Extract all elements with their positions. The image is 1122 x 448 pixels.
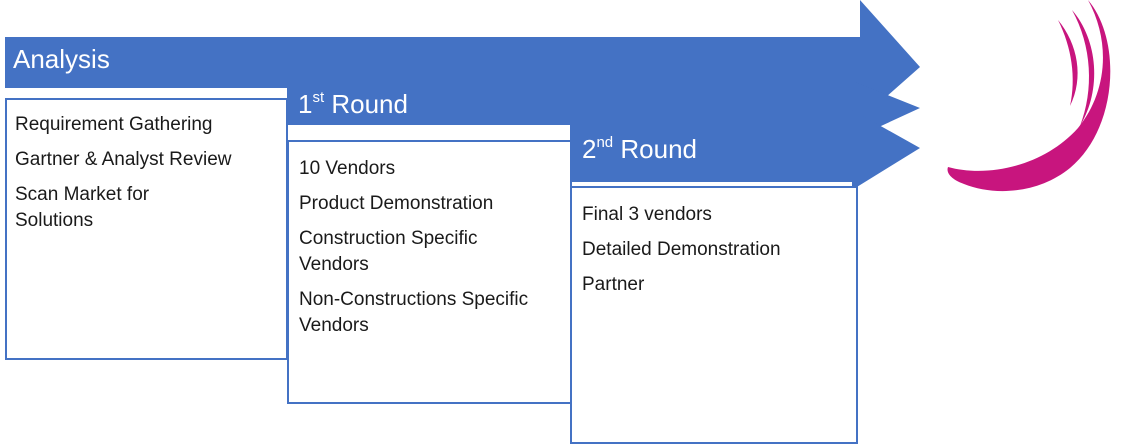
round1-title-number: 1 [298,89,313,119]
analysis-box: Requirement Gathering Gartner & Analyst … [5,98,288,360]
analysis-arrow [5,0,920,120]
analysis-title-text: Analysis [13,44,110,74]
round1-title-rest: Round [324,89,408,119]
list-item: Non-Constructions Specific Vendors [299,289,529,336]
round1-title: 1st Round [298,89,408,119]
list-item: 10 Vendors [299,158,396,179]
round1-list: 10 Vendors Product Demonstration Constru… [299,156,570,339]
list-item: Construction Specific Vendors [299,228,478,275]
round2-title-number: 2 [582,134,597,164]
list-item: Requirement Gathering [15,114,213,135]
round2-title-rest: Round [613,134,697,164]
round2-list: Final 3 vendors Detailed Demonstration P… [582,202,856,298]
list-item: Gartner & Analyst Review [15,149,232,170]
analysis-title: Analysis [13,46,110,72]
round2-title: 2nd Round [582,134,697,164]
round2-box: Final 3 vendors Detailed Demonstration P… [570,186,858,444]
list-item: Scan Market for Solutions [15,184,150,231]
round1-title-suffix: st [312,89,325,106]
list-item: Partner [582,274,645,295]
list-item: Final 3 vendors [582,204,712,225]
round2-arrow [570,110,920,190]
list-item: Detailed Demonstration [582,239,781,260]
round1-box: 10 Vendors Product Demonstration Constru… [287,140,572,404]
analysis-list: Requirement Gathering Gartner & Analyst … [15,112,286,234]
list-item: Product Demonstration [299,193,494,214]
round2-title-suffix: nd [596,134,614,151]
crescent-swoosh-icon [947,0,1111,192]
